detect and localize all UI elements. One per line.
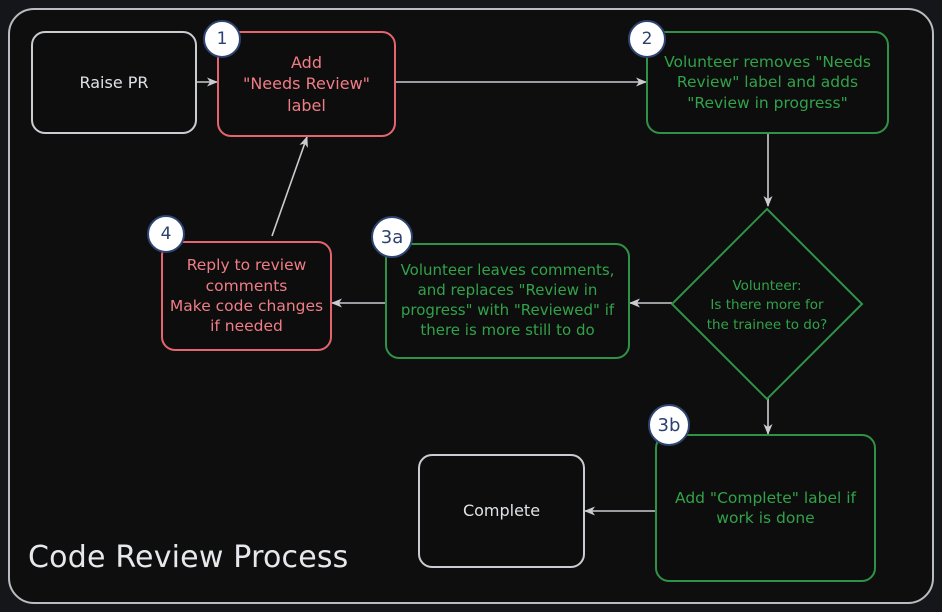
- badge-step-1-text: 1: [216, 29, 228, 49]
- badge-step-2-text: 2: [641, 29, 653, 49]
- diagram-title: Code Review Process: [28, 540, 349, 575]
- node-add-complete[interactable]: Add "Complete" label if work is done: [655, 434, 876, 582]
- node-decision-label: Volunteer: Is there more for the trainee…: [706, 277, 828, 333]
- node-decision[interactable]: Volunteer: Is there more for the trainee…: [672, 209, 862, 399]
- badge-step-3b: 3b: [648, 404, 690, 446]
- node-add-label-label: Add "Needs Review" label: [242, 53, 371, 115]
- node-raise-pr[interactable]: Raise PR: [31, 31, 197, 134]
- node-leaves-comments-label: Volunteer leaves comments, and replaces …: [400, 261, 615, 339]
- badge-step-3a: 3a: [371, 216, 413, 258]
- badge-step-3a-text: 3a: [380, 226, 404, 248]
- badge-step-4-text: 4: [160, 224, 172, 244]
- badge-step-1: 1: [203, 20, 241, 58]
- badge-step-3b-text: 3b: [657, 414, 681, 436]
- node-add-complete-label: Add "Complete" label if work is done: [675, 488, 856, 527]
- node-leaves-comments[interactable]: Volunteer leaves comments, and replaces …: [385, 243, 630, 359]
- node-complete-label: Complete: [462, 501, 541, 521]
- badge-step-4: 4: [147, 215, 185, 253]
- node-reply-review[interactable]: Reply to review comments Make code chang…: [161, 241, 332, 351]
- node-add-label[interactable]: Add "Needs Review" label: [217, 31, 396, 137]
- badge-step-2: 2: [628, 20, 666, 58]
- node-reply-review-label: Reply to review comments Make code chang…: [169, 256, 324, 336]
- node-complete[interactable]: Complete: [418, 454, 585, 568]
- node-volunteer-review[interactable]: Volunteer removes "Needs Review" label a…: [646, 31, 889, 134]
- node-volunteer-review-label: Volunteer removes "Needs Review" label a…: [664, 52, 871, 112]
- node-raise-pr-label: Raise PR: [79, 72, 149, 92]
